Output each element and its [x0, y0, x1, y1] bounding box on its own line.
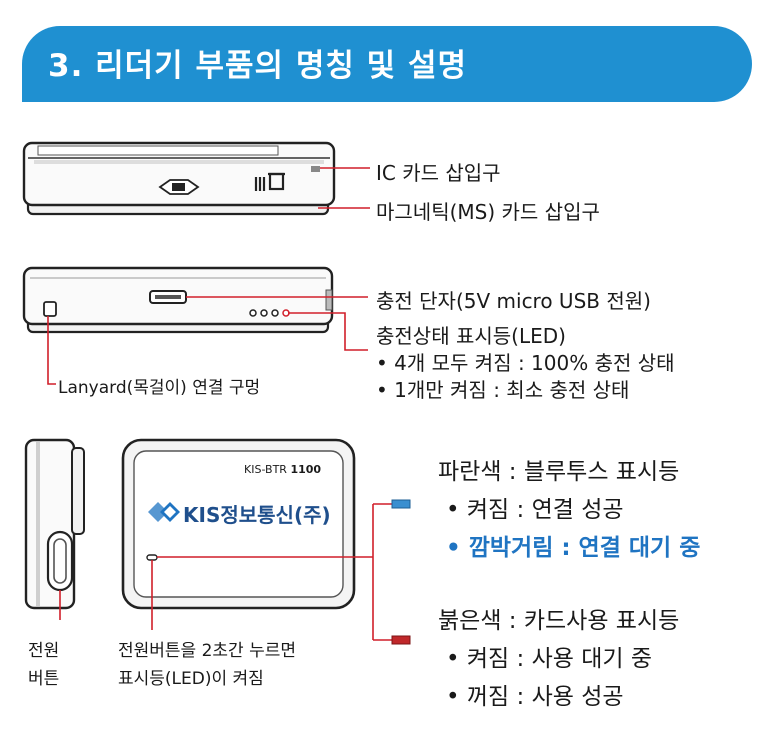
micro-usb-port-icon — [149, 290, 187, 304]
led-title: 충전상태 표시등(LED) — [376, 324, 566, 348]
device-side-view — [22, 266, 334, 334]
charge-port-label: 충전 단자(5V micro USB 전원) — [376, 289, 651, 313]
kis-logo-icon — [148, 502, 180, 522]
page-title: 3. 리더기 부품의 명칭 및 설명 — [48, 48, 468, 84]
blue-led-blink: • 깜박거림 : 연결 대기 중 — [446, 535, 701, 561]
power-label-line1: 전원 — [28, 641, 60, 661]
red-led-swatch — [391, 635, 411, 645]
device-thin-side-view — [24, 438, 85, 610]
brand-label: KIS정보통신(주) — [183, 503, 331, 527]
lanyard-label: Lanyard(목걸이) 연결 구멍 — [58, 378, 261, 398]
red-led-title: 붉은색 : 카드사용 표시등 — [438, 608, 680, 634]
model-number: 1100 — [290, 463, 322, 476]
led-min-label: • 1개만 켜짐 : 최소 충전 상태 — [376, 378, 630, 402]
power-desc-line2: 표시등(LED)이 켜짐 — [118, 669, 264, 689]
charge-led-icons — [249, 309, 290, 317]
power-label-line2: 버튼 — [28, 669, 60, 689]
led-full-label: • 4개 모두 켜짐 : 100% 충전 상태 — [376, 351, 675, 375]
blue-led-title: 파란색 : 블루투스 표시등 — [438, 459, 680, 485]
lanyard-hole-icon — [43, 301, 57, 317]
power-button-icon — [46, 530, 74, 592]
blue-led-swatch — [391, 499, 411, 509]
red-led-on: • 켜짐 : 사용 대기 중 — [446, 646, 652, 672]
usb-port-icon — [158, 179, 200, 195]
device-top-view — [22, 141, 336, 216]
power-desc-line1: 전원버튼을 2초간 누르면 — [118, 641, 297, 661]
device-front-view — [121, 438, 356, 610]
card-chip-icon — [254, 172, 285, 191]
led-leader — [288, 312, 368, 351]
title-banner — [22, 26, 752, 102]
model-label: KIS-BTR 1100 — [244, 463, 321, 476]
front-led-leader — [151, 503, 392, 641]
model-name: KIS-BTR — [244, 463, 287, 476]
red-led-off: • 꺼짐 : 사용 성공 — [446, 684, 624, 710]
lanyard-leader — [47, 316, 56, 385]
blue-led-on: • 켜짐 : 연결 성공 — [446, 497, 624, 523]
ic-slot-label: IC 카드 삽입구 — [376, 161, 501, 185]
ms-slot-label: 마그네틱(MS) 카드 삽입구 — [376, 200, 600, 224]
